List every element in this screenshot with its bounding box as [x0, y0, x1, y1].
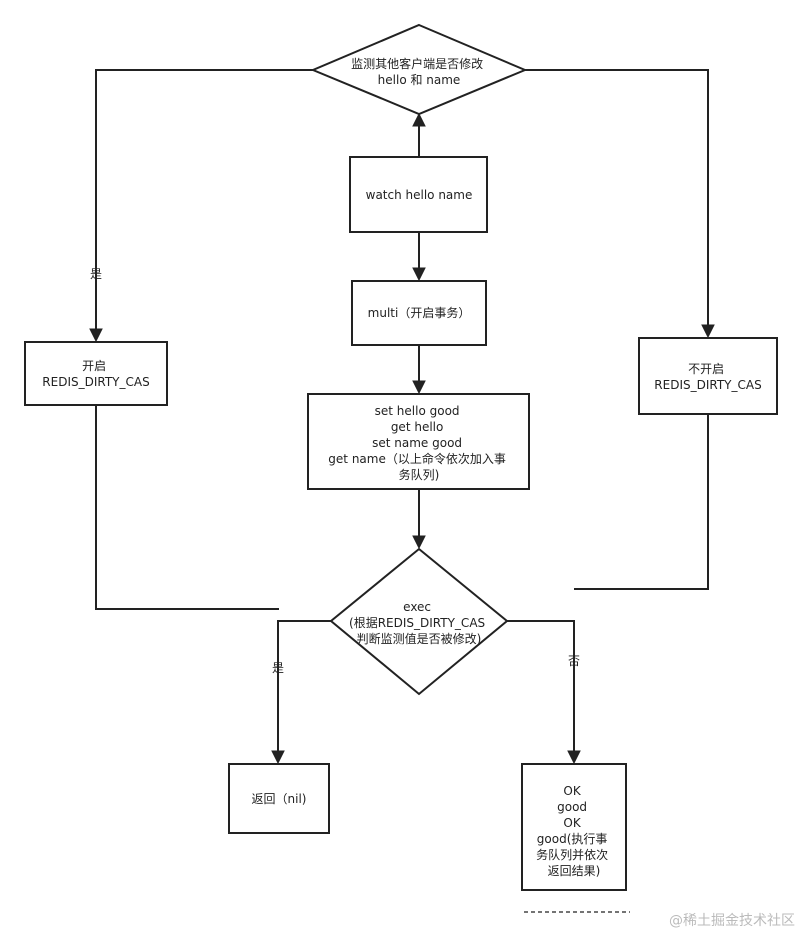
node-label-line: 监测其他客户端是否修改: [351, 56, 483, 71]
node-label-line: OK: [563, 816, 581, 830]
node-label-line: 返回结果): [548, 864, 601, 878]
node-exec: exec (根据REDIS_DIRTY_CAS 判断监测值是否被修改): [329, 547, 509, 696]
node-label: set hello good get hello set name good g…: [328, 404, 509, 482]
node-label-line: set hello good: [375, 404, 460, 418]
edge-watch-to-check-arrow: [412, 112, 426, 127]
edge-exec-to-results-arrow: [567, 750, 581, 765]
edge-label-yes-exec: 是: [272, 661, 284, 675]
decision-diamond: [329, 547, 509, 696]
edges: [89, 69, 715, 765]
process-box: [351, 280, 487, 346]
node-label: exec (根据REDIS_DIRTY_CAS 判断监测值是否被修改): [349, 600, 489, 646]
node-label-line: 不开启: [688, 362, 724, 376]
node-label-line: 务队列): [399, 467, 440, 482]
node-label-line: REDIS_DIRTY_CAS: [42, 375, 149, 389]
node-results: OK good OK good(执行事 务队列并依次 返回结果): [521, 763, 627, 891]
node-check-modified: 监测其他客户端是否修改 hello 和 name: [310, 23, 528, 116]
edge-exec-to-results: [507, 620, 575, 755]
process-box: [228, 763, 330, 834]
node-label: OK good OK good(执行事 务队列并依次 返回结果): [536, 784, 612, 878]
process-box: [638, 337, 778, 415]
node-label-line: get hello: [391, 420, 444, 434]
edge-check-to-enable: [95, 69, 313, 333]
watermark-text: @稀土掘金技术社区: [669, 913, 795, 929]
node-label-line: good: [557, 800, 587, 814]
edge-label-no-exec: 否: [568, 654, 580, 668]
node-return-nil: 返回（nil): [228, 763, 330, 834]
node-label-line: good(执行事: [537, 832, 608, 846]
decision-diamond: [310, 23, 528, 116]
process-box: [307, 393, 530, 490]
edge-exec-to-nil-arrow: [271, 750, 285, 765]
node-label-line: OK: [563, 784, 581, 798]
node-multi: multi（开启事务）: [351, 280, 487, 346]
node-label: 开启 REDIS_DIRTY_CAS: [42, 359, 149, 389]
node-label: watch hello name: [366, 188, 473, 202]
node-label-line: REDIS_DIRTY_CAS: [654, 378, 761, 392]
node-label-line: (根据REDIS_DIRTY_CAS: [349, 616, 485, 630]
edge-check-to-disable-arrow: [701, 324, 715, 339]
process-box: [349, 156, 488, 233]
node-label-line: 判断监测值是否被修改): [357, 631, 482, 646]
edge-disable-to-merge: [574, 414, 709, 590]
process-box: [521, 763, 627, 891]
node-queue: set hello good get hello set name good g…: [307, 393, 530, 490]
node-label-line: 务队列并依次: [536, 847, 608, 862]
node-label-line: multi（开启事务）: [368, 305, 471, 320]
edge-check-to-enable-arrow: [89, 328, 103, 343]
edge-watch-to-multi-arrow: [412, 267, 426, 282]
edge-enable-to-merge: [95, 405, 279, 610]
node-enable-cas: 开启 REDIS_DIRTY_CAS: [24, 341, 168, 406]
node-label-line: hello 和 name: [378, 73, 461, 87]
node-label-line: watch hello name: [366, 188, 473, 202]
edge-queue-to-exec-arrow: [412, 535, 426, 550]
edge-label-yes-left: 是: [90, 267, 102, 281]
node-label-line: set name good: [372, 436, 462, 450]
edge-multi-to-queue-arrow: [412, 380, 426, 395]
node-watch: watch hello name: [349, 156, 488, 233]
edge-exec-to-nil: [277, 620, 331, 755]
node-label: 监测其他客户端是否修改 hello 和 name: [351, 56, 487, 87]
node-label: 不开启 REDIS_DIRTY_CAS: [654, 362, 761, 392]
node-disable-cas: 不开启 REDIS_DIRTY_CAS: [638, 337, 778, 415]
node-label-line: get name（以上命令依次加入事: [328, 451, 506, 466]
node-label-line: 开启: [82, 359, 106, 373]
node-label: 返回（nil): [252, 792, 307, 806]
process-box: [24, 341, 168, 406]
node-label: multi（开启事务）: [368, 305, 471, 320]
node-label-line: 返回（nil): [252, 792, 307, 806]
node-label-line: exec: [403, 600, 431, 614]
edge-check-to-disable: [525, 69, 709, 329]
